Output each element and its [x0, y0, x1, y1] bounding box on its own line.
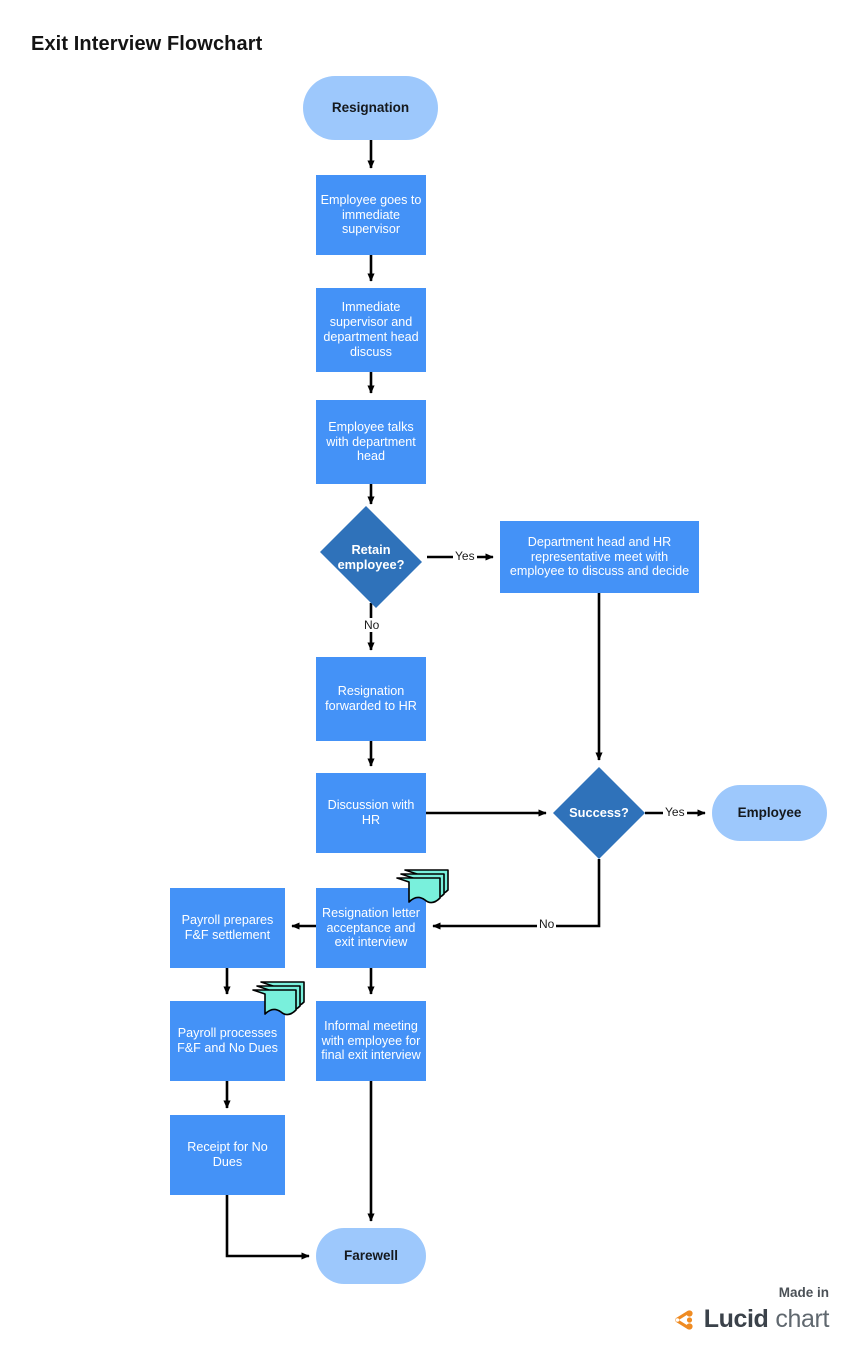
node-farewell[interactable]: Farewell [316, 1228, 426, 1284]
edge-label-retain-no: No [362, 618, 382, 632]
edge-success-no-to-letter [432, 859, 601, 930]
node-label: Resignation [331, 100, 410, 116]
node-resignation[interactable]: Resignation [303, 76, 438, 140]
node-dept-hr-meet[interactable]: Department head and HR representative me… [500, 521, 699, 593]
node-retain-employee[interactable]: Retain employee? [315, 506, 427, 608]
lucidchart-logo-icon [674, 1309, 693, 1330]
node-label: Department head and HR representative me… [509, 534, 690, 579]
node-label: Payroll prepares F&F settlement [181, 913, 274, 942]
node-label: Immediate supervisor and department head… [323, 300, 419, 359]
edge-label-success-yes: Yes [663, 805, 687, 819]
node-payroll-prepares[interactable]: Payroll prepares F&F settlement [170, 888, 285, 968]
node-employee[interactable]: Employee [712, 785, 827, 841]
node-informal-meeting[interactable]: Informal meeting with employee for final… [316, 1001, 426, 1081]
note-payroll-processes-icon [249, 980, 307, 1024]
edge-label-retain-yes: Yes [453, 549, 477, 563]
chart-text: chart [775, 1305, 829, 1333]
made-in-label: Made in [778, 1285, 829, 1300]
node-employee-talks-dept[interactable]: Employee talks with department head [316, 400, 426, 484]
node-resignation-to-hr[interactable]: Resignation forwarded to HR [316, 657, 426, 741]
node-payroll-processes[interactable]: Payroll processes F&F and No Dues [170, 1001, 285, 1081]
node-label: Informal meeting with employee for final… [321, 1018, 421, 1063]
node-label: Farewell [343, 1248, 399, 1264]
lucid-text: Lucid [703, 1305, 769, 1333]
edge-receipt-to-farewell [225, 1195, 310, 1260]
node-label: Success? [569, 805, 629, 821]
node-success[interactable]: Success? [553, 767, 645, 859]
edge-label-success-no: No [537, 917, 557, 931]
node-label: Employee goes to immediate supervisor [320, 192, 422, 237]
node-goes-to-supervisor[interactable]: Employee goes to immediate supervisor [316, 175, 426, 255]
node-label: Payroll processes F&F and No Dues [177, 1026, 278, 1055]
page-title: Exit Interview Flowchart [31, 33, 263, 55]
node-label: Retain employee? [337, 541, 405, 572]
node-label: Receipt for No Dues [187, 1140, 268, 1169]
node-label: Employee [737, 805, 802, 821]
node-label: Employee talks with department head [326, 419, 416, 464]
node-supervisor-dept-discuss[interactable]: Immediate supervisor and department head… [316, 288, 426, 372]
node-resignation-letter[interactable]: Resignation letter acceptance and exit i… [316, 888, 426, 968]
note-resignation-letter-icon [393, 868, 451, 912]
node-label: Resignation forwarded to HR [325, 684, 417, 713]
node-label: Discussion with HR [327, 798, 415, 827]
node-label: Resignation letter acceptance and exit i… [321, 905, 420, 950]
node-receipt-no-dues[interactable]: Receipt for No Dues [170, 1115, 285, 1195]
node-discussion-with-hr[interactable]: Discussion with HR [316, 773, 426, 853]
